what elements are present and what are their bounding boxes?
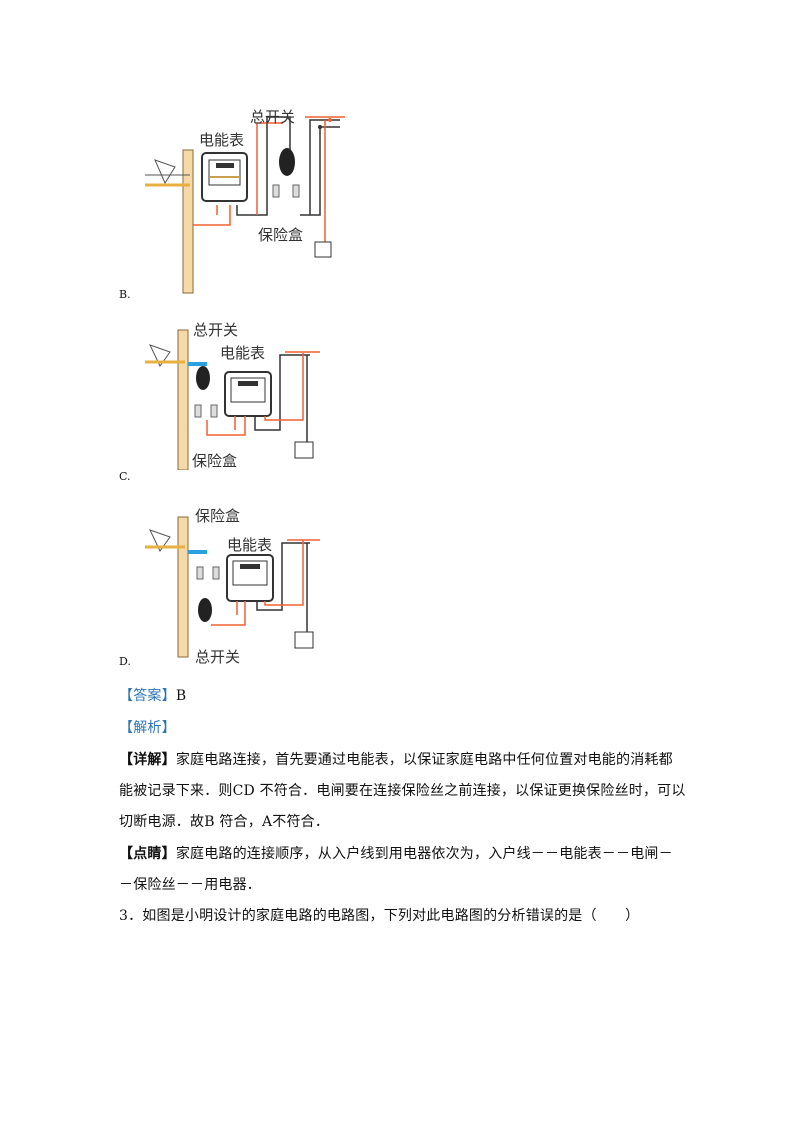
tip-line-1: 【点睛】家庭电路的连接顺序，从入户线到用电器依次为，入户线－－电能表－－电闸－ xyxy=(119,843,673,863)
fuse-label: 保险盒 xyxy=(192,452,237,470)
answer-line: 【答案】B xyxy=(119,685,186,705)
circuit-diagram-d: 保险盒 电能表 总开关 xyxy=(145,507,320,665)
circuit-diagram-b: 电能表 总开关 保险盒 xyxy=(145,108,345,294)
tip-label: 【点睛】 xyxy=(119,846,176,862)
detail-label: 【详解】 xyxy=(119,752,176,768)
answer-value: B xyxy=(175,688,187,704)
analysis-label: 【解析】 xyxy=(119,720,176,736)
meter-label: 电能表 xyxy=(227,536,272,554)
switch-label: 总开关 xyxy=(250,108,295,126)
detail-line-3: 切断电源．故B 符合，A不符合． xyxy=(119,814,330,830)
fuse-label: 保险盒 xyxy=(195,507,240,525)
answer-label: 【答案】 xyxy=(119,688,176,704)
tip-text: 家庭电路的连接顺序，从入户线到用电器依次为，入户线－－电能表－－电闸－ xyxy=(175,846,673,862)
switch-label: 总开关 xyxy=(193,321,238,339)
fuse-label: 保险盒 xyxy=(258,226,303,244)
circuit-diagram-c: 总开关 电能表 保险盒 xyxy=(145,321,320,470)
detail-line-2: 能被记录下来．则CD 不符合．电闸要在连接保险丝之前连接，以保证更换保险丝时，可… xyxy=(119,783,686,799)
switch-label: 总开关 xyxy=(195,648,240,665)
question-3: 3．如图是小明设计的家庭电路的电路图，下列对此电路图的分析错误的是（ ） xyxy=(119,908,640,924)
option-c-label: C. xyxy=(119,470,131,483)
meter-label: 电能表 xyxy=(199,131,244,149)
option-d-label: D. xyxy=(119,655,131,668)
tip-line-2: －保险丝－－用电器． xyxy=(119,877,261,893)
option-b-label: B. xyxy=(119,288,131,301)
detail-text: 家庭电路连接，首先要通过电能表，以保证家庭电路中任何位置对电能的消耗都 xyxy=(175,752,673,768)
detail-line-1: 【详解】家庭电路连接，首先要通过电能表，以保证家庭电路中任何位置对电能的消耗都 xyxy=(119,749,673,769)
meter-label: 电能表 xyxy=(220,344,265,362)
